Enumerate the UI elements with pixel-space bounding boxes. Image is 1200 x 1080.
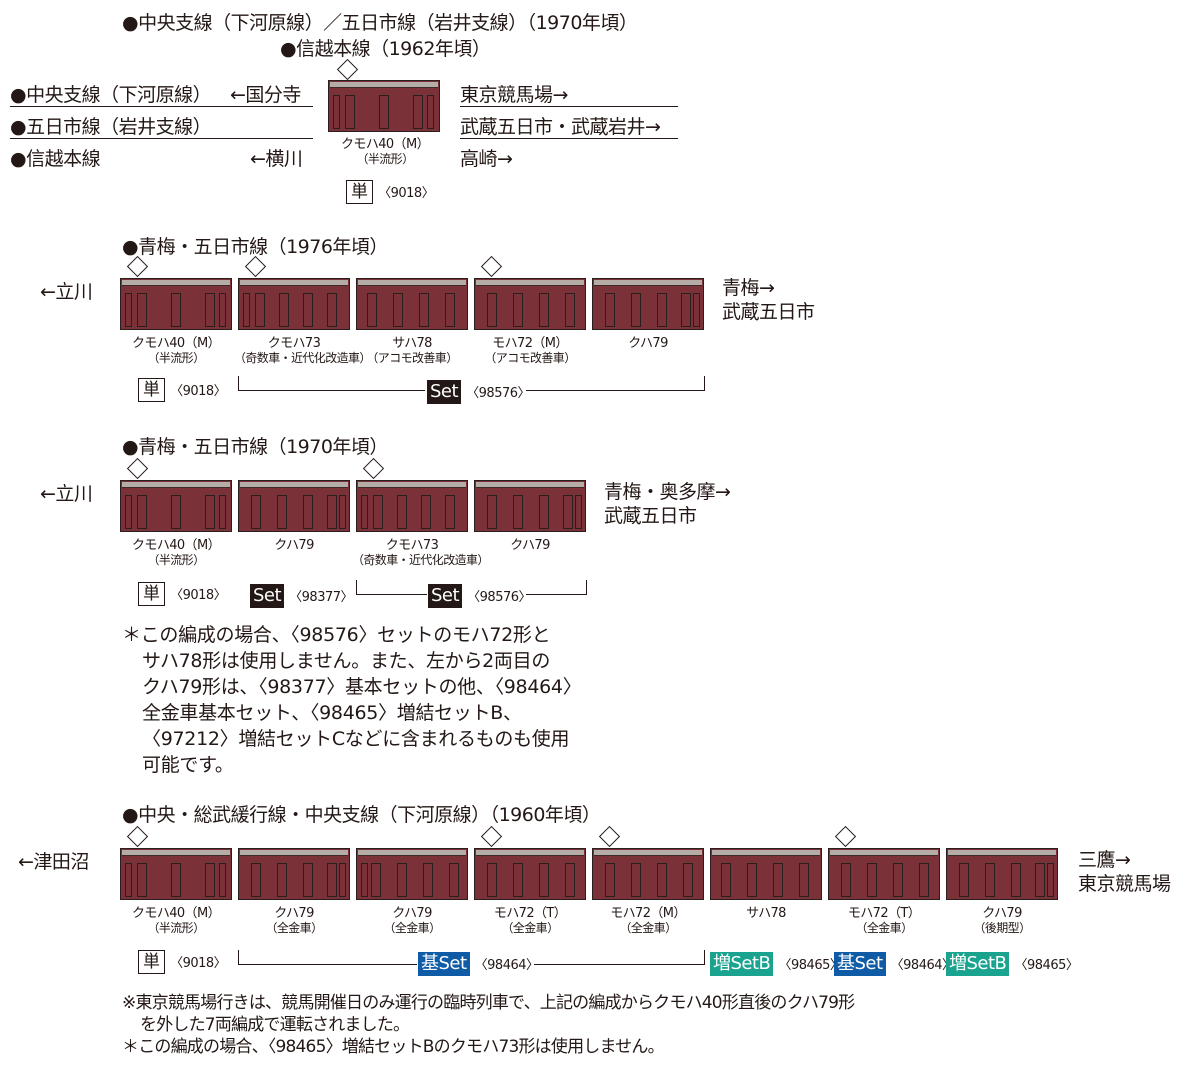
set-badge: Set [428, 584, 463, 608]
line-itsukaichi: ●五日市線（岩井支線） [10, 116, 212, 138]
divider [10, 138, 313, 139]
car-kumoha40 [328, 72, 440, 132]
car-label: クハ79 [510, 538, 550, 553]
product-tag: 単 〈9018〉 [346, 180, 435, 204]
dest-ome: 青梅→ 武蔵五日市 [722, 277, 815, 323]
section1-subtitle: ●信越本線（1962年頃） [280, 38, 491, 60]
extension-set-b-badge: 増SetB [946, 952, 1010, 976]
car-label: クモハ73（奇数車・近代化改造車） [234, 336, 371, 365]
car-label: クモハ40（M）（半流形） [132, 906, 221, 935]
car-moha72 [592, 840, 704, 900]
car-kumoha73 [238, 270, 350, 330]
basic-set-badge: 基Set [418, 952, 470, 976]
section1-title: ●中央支線（下河原線）／五日市線（岩井支線）（1970年頃） [122, 12, 638, 34]
dest-tsudanuma: ←津田沼 [18, 851, 89, 873]
section4-title: ●中央・総武緩行線・中央支線（下河原線）（1960年頃） [122, 804, 601, 826]
set-bracket [534, 950, 705, 965]
car-kuha79 [238, 472, 350, 532]
car-kumoha40 [120, 270, 232, 330]
car-label: クモハ40（M）（半流形） [132, 538, 221, 567]
car-kuha79 [946, 840, 1058, 900]
section2-title: ●青梅・五日市線（1976年頃） [122, 236, 388, 258]
extension-set-b-badge: 増SetB [710, 952, 774, 976]
divider [460, 138, 678, 139]
car-label: モハ72（M）（全金車） [610, 906, 686, 935]
section3-title: ●青梅・五日市線（1970年頃） [122, 436, 388, 458]
product-tag: 基Set 〈98464〉 [834, 952, 955, 976]
car-saha78 [710, 840, 822, 900]
set-badge: Set [427, 380, 462, 404]
product-tag: 単 〈9018〉 [138, 378, 227, 402]
section4-notes: ※東京競馬場行きは、競馬開催日のみ運行の臨時列車で、上記の編成からクモハ40形直… [122, 993, 855, 1057]
car-label: クモハ40（M） （半流形） [341, 137, 430, 166]
set-bracket [526, 376, 705, 391]
single-badge: 単 [138, 378, 165, 402]
dest-ome-okutama: 青梅・奥多摩→ 武蔵五日市 [604, 481, 731, 527]
line-shinetsu: ●信越本線 [10, 148, 101, 170]
set-badge: Set [250, 584, 285, 608]
set-bracket [526, 580, 587, 595]
product-tag: Set 〈98377〉 [250, 584, 354, 608]
basic-set-badge: 基Set [834, 952, 886, 976]
product-tag: 増SetB 〈98465〉 [710, 952, 843, 976]
car-label: モハ72（T）（全金車） [847, 906, 921, 935]
line-chuo-shisen: ●中央支線（下河原線） [10, 84, 212, 106]
set-bracket [356, 580, 427, 595]
dest-tokyo-keibajo: 東京競馬場→ [460, 84, 568, 106]
car-kumoha73 [356, 472, 468, 532]
product-tag: Set 〈98576〉 [427, 380, 531, 404]
single-badge: 単 [138, 582, 165, 606]
dest-takasaki: 高崎→ [460, 148, 513, 170]
car-saha78 [356, 270, 468, 330]
section3-note: ＊この編成の場合、〈98576〉セットのモハ72形と サハ78形は使用しません。… [122, 624, 582, 776]
dest-mitaka: 三鷹→ 東京競馬場 [1078, 849, 1171, 895]
car-label: クハ79 [628, 336, 668, 351]
single-badge: 単 [138, 950, 165, 974]
product-tag: 増SetB 〈98465〉 [946, 952, 1079, 976]
set-bracket [238, 950, 417, 965]
single-badge: 単 [346, 180, 373, 204]
car-label: サハ78（アコモ改善車） [366, 336, 458, 365]
car-moha72 [828, 840, 940, 900]
car-label: クモハ40（M）（半流形） [132, 336, 221, 365]
car-label: クハ79（全金車） [265, 906, 323, 935]
car-moha72 [474, 840, 586, 900]
product-tag: 基Set 〈98464〉 [418, 952, 539, 976]
product-tag: Set 〈98576〉 [428, 584, 532, 608]
set-bracket [238, 376, 425, 391]
car-label: クモハ73（奇数車・近代化改造車） [352, 538, 489, 567]
car-kumoha40 [120, 840, 232, 900]
car-label: モハ72（M）（アコモ改善車） [484, 336, 576, 365]
car-kuha79 [592, 270, 704, 330]
car-moha72 [474, 270, 586, 330]
car-kuha79 [474, 472, 586, 532]
car-label: モハ72（T）（全金車） [493, 906, 567, 935]
product-tag: 単 〈9018〉 [138, 582, 227, 606]
dest-kokubunji: ←国分寺 [230, 84, 301, 106]
divider [10, 106, 313, 107]
dest-tachikawa: ←立川 [40, 483, 93, 505]
dest-yokokawa: ←横川 [250, 148, 303, 170]
dest-tachikawa: ←立川 [40, 281, 93, 303]
product-tag: 単 〈9018〉 [138, 950, 227, 974]
divider [460, 106, 678, 107]
car-label: クハ79（全金車） [383, 906, 441, 935]
car-label: サハ78 [746, 906, 786, 921]
car-label: クハ79 [274, 538, 314, 553]
product-code: 〈9018〉 [378, 186, 435, 201]
car-kuha79 [356, 840, 468, 900]
car-kumoha40 [120, 472, 232, 532]
car-label: クハ79（後期型） [973, 906, 1031, 935]
dest-musashi-itsukaichi: 武蔵五日市・武蔵岩井→ [460, 116, 661, 138]
car-kuha79 [238, 840, 350, 900]
